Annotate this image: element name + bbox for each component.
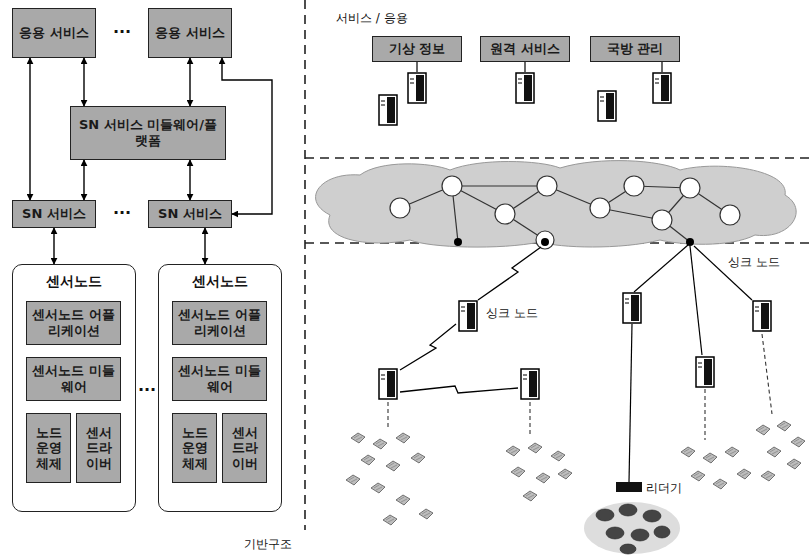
box-text: 센서노드 미들웨어 [177,363,262,394]
connector-arrow [189,58,190,106]
component-box: 센서노드 미들웨어 [26,357,121,401]
sn-service-box: SN 서비스 [148,200,232,228]
box-text: SN 서비스 [158,206,222,222]
application-service-box: 응용 서비스 [12,8,96,58]
box-text: 기상 정보 [389,41,446,57]
annotation-label: 리더기 [646,480,682,497]
server-computer [379,73,671,125]
annotation-label: 기반구조 [244,536,292,553]
service-box: 원격 서비스 [480,36,570,62]
component-box: 노드 운영 체제 [172,413,217,483]
box-text: 센서 드라이버 [227,425,262,472]
network-router [390,176,740,249]
component-box: 센서노드 어플리케이션 [172,301,267,345]
sensor-node-box: 센서노드센서노드 어플리케이션센서노드 미들웨어노드 운영 체제 센서 드라이버 [158,264,282,512]
annotation-label: 싱크 노드 [728,254,780,271]
service-box: 기상 정보 [372,36,462,62]
box-text: 응용 서비스 [19,25,89,41]
box-text: 원격 서비스 [490,41,560,57]
component-box: 센서노드 미들웨어 [172,357,267,401]
rfid-tag [596,504,670,554]
middleware-box: SN 서비스 미들웨어/플랫폼 [70,106,226,160]
box-text: SN 서비스 [22,206,86,222]
annotation-label: 서비스 / 응용 [336,10,408,27]
box-text: 센서노드 어플리케이션 [31,307,116,338]
sensor-cluster [346,421,805,525]
box-text: 센서노드 어플리케이션 [177,307,262,338]
box-text: 센서노드 [13,265,135,291]
box-text: 노드 운영 체제 [31,425,66,472]
sink-point [454,238,694,246]
network-cloud [316,161,797,247]
server-links [417,62,662,72]
box-text: SN 서비스 미들웨어/플랫폼 [75,117,221,148]
connector-arrow [189,160,190,200]
ellipsis-mark: ··· [136,380,158,399]
component-box: 센서 드라이버 [76,413,121,483]
box-text: 센서 드라이버 [81,425,116,472]
sensor-link [388,334,772,440]
component-box: 센서 드라이버 [222,413,267,483]
box-text: 노드 운영 체제 [177,425,212,472]
box-text: 응용 서비스 [155,25,225,41]
box-text: 국방 관리 [607,41,664,57]
reader-device [616,482,642,492]
tag-field [584,502,680,554]
wired-link [629,245,752,482]
box-text: 센서노드 미들웨어 [31,363,116,394]
wireless-link [400,247,541,393]
ellipsis-mark: ··· [98,22,146,41]
application-service-box: 응용 서비스 [148,8,232,58]
sink-computer [379,293,771,399]
connector-arrow [83,58,84,106]
component-box: 센서노드 어플리케이션 [26,301,121,345]
component-box: 노드 운영 체제 [26,413,71,483]
sensor-node-box: 센서노드센서노드 어플리케이션센서노드 미들웨어노드 운영 체제 센서 드라이버 [12,264,136,512]
annotation-label: 싱크 노드 [486,305,538,322]
connector-arrow [29,58,30,200]
box-text: 센서노드 [159,265,281,291]
ellipsis-mark: ··· [98,203,146,222]
connector-arrow [53,228,54,264]
sn-service-box: SN 서비스 [12,200,96,228]
connector-arrow [222,58,272,214]
region-divider [305,0,811,530]
connector-arrow [204,228,205,264]
service-box: 국방 관리 [590,36,680,62]
connector-arrow [83,160,84,200]
